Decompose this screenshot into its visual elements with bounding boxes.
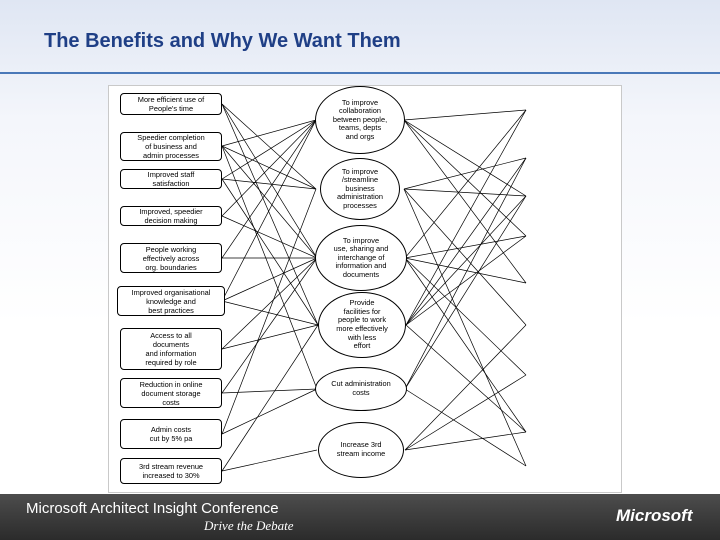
connector-line (221, 300, 319, 326)
footer-tagline: Drive the Debate (204, 518, 294, 533)
connector-line (221, 178, 319, 326)
connector-line (221, 257, 318, 302)
reason-poor-sharing: Poor sharing of knowledge and best pract… (526, 268, 601, 295)
objective-third-stream-income: Increase 3rd stream income (318, 422, 404, 478)
title-divider (0, 72, 720, 74)
objective-cut-admin-costs: Cut administration costs (315, 367, 407, 411)
connector-line (221, 119, 317, 259)
objective-collaboration: To improve collaboration between people,… (315, 86, 405, 154)
connector-line (404, 257, 527, 433)
benefit-box-access-documents: Access to all documents and information … (120, 328, 222, 370)
connector-line (404, 324, 527, 451)
connector-line (221, 324, 319, 350)
connector-line (404, 374, 527, 451)
reason-reduce-admin: Reduce admin support costs (526, 458, 580, 476)
connector-line (221, 103, 318, 259)
connector-line (221, 178, 317, 190)
benefit-box-storage-costs: Reduction in online document storage cos… (120, 378, 222, 408)
reason-inappropriate-processes: Inappropriate business admin processes (526, 141, 576, 177)
reason-commercially-exploit: Commercially exploit intellectual capita… (526, 350, 577, 404)
benefit-box-stream-revenue: 3rd stream revenue increased to 30% (120, 458, 222, 484)
benefit-box-org-knowledge: Improved organisational knowledge and be… (117, 286, 225, 316)
connector-line (405, 157, 527, 326)
connector-line (404, 388, 527, 467)
reason-improve-performance: Need to improve performance – work smart… (526, 183, 601, 210)
connector-line (221, 119, 317, 147)
connector-line (404, 109, 527, 259)
connector-line (221, 103, 319, 326)
connector-line (403, 119, 527, 197)
reason-24x7-access: Provide access to documents and informat… (526, 414, 586, 450)
benefit-box-speedier-completion: Speedier completion of business and admi… (120, 132, 222, 161)
reason-poor-collaboration: Poor collaboration across the organisati… (526, 92, 574, 128)
connector-line (403, 119, 527, 284)
reason-poor-access: Poor access to, and poor ability to crea… (526, 218, 605, 254)
connector-line (221, 145, 318, 390)
connector-line (403, 119, 527, 237)
microsoft-logo: Microsoft (616, 506, 693, 525)
connector-line (405, 109, 527, 326)
benefit-box-org-boundaries: People working effectively across org. b… (120, 243, 222, 273)
reason-treat-information: Treat information as a valuable product (526, 308, 580, 344)
connector-line (221, 145, 318, 259)
benefit-box-admin-costs: Admin costs cut by 5% pa (120, 419, 222, 449)
connector-line (404, 257, 527, 284)
connector-line (403, 188, 527, 197)
footer-bar (0, 494, 720, 540)
connector-line (221, 119, 317, 180)
connector-line (221, 449, 318, 472)
connector-line (404, 257, 527, 376)
connector-line (221, 388, 318, 394)
footer-conference-title: Microsoft Architect Insight Conference (26, 500, 279, 517)
connector-line (404, 195, 527, 390)
objective-work-effectively: Provide facilities for people to work mo… (318, 292, 406, 358)
benefit-box-decision-making: Improved, speedier decision making (120, 206, 222, 226)
connector-line (221, 215, 318, 259)
slide-title: The Benefits and Why We Want Them (44, 30, 401, 52)
connector-line (221, 119, 317, 217)
connector-line (403, 188, 527, 326)
connector-line (404, 157, 527, 390)
objective-streamline-admin: To improve /streamline business administ… (320, 158, 400, 220)
connector-line (405, 235, 527, 326)
connector-line (403, 188, 527, 467)
connector-line (221, 388, 318, 435)
connector-line (405, 195, 527, 326)
connector-line (221, 324, 319, 472)
connector-line (404, 431, 527, 451)
benefit-box-staff-satisfaction: Improved staff satisfaction (120, 169, 222, 189)
connector-line (221, 119, 317, 302)
connector-line (404, 235, 527, 259)
benefit-box-efficient-time: More efficient use of People's time (120, 93, 222, 115)
objective-information-sharing: To improve use, sharing and interchange … (315, 225, 407, 291)
connector-line (221, 103, 317, 190)
connector-line (405, 324, 527, 433)
connector-line (221, 257, 318, 394)
connector-line (221, 188, 317, 435)
connector-line (221, 257, 318, 350)
connector-line (403, 157, 527, 190)
connector-line (403, 109, 527, 121)
